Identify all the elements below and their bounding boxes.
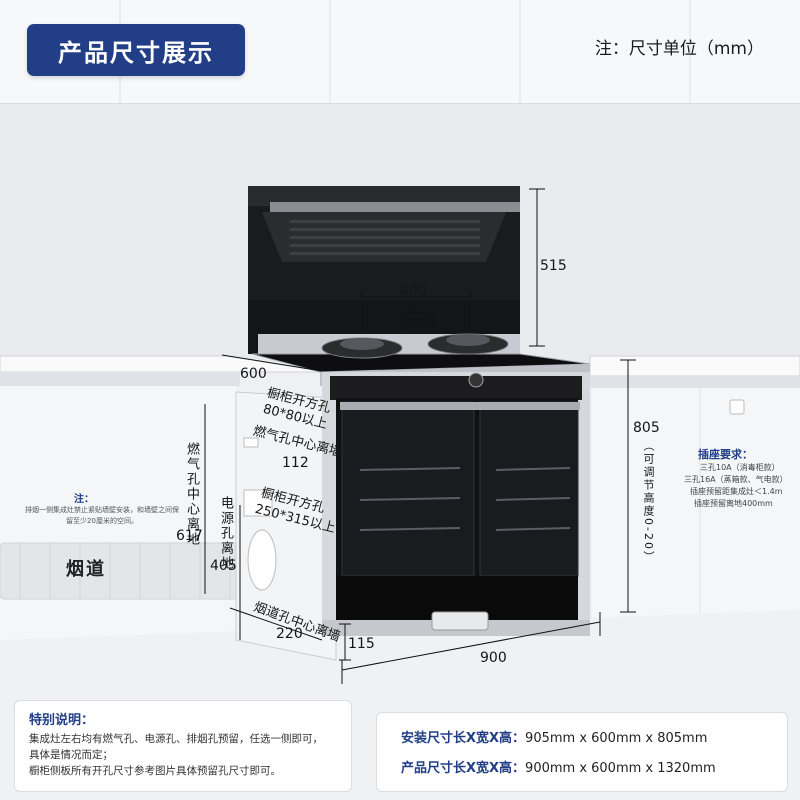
- install-size-value: 905mm x 600mm x 805mm: [525, 731, 708, 746]
- socket-line: 插座预留离地400mm: [694, 499, 773, 508]
- height-label: 805: [633, 420, 660, 436]
- gas-height-value: 617: [176, 528, 203, 544]
- product-size-row: 产品尺寸长X宽X高：900mm x 600mm x 1320mm: [401, 757, 716, 776]
- product-size-label: 产品尺寸长X宽X高：: [401, 761, 526, 776]
- unit-note: 注：尺寸单位（mm）: [594, 39, 764, 59]
- flue-label: 烟道: [66, 559, 106, 580]
- gas-hole-value: 112: [282, 455, 309, 471]
- special-notes-card: 特别说明： 集成灶左右均有燃气孔、电源孔、排烟孔预留，任选一侧即可， 具体是情况…: [14, 700, 352, 792]
- burner-spacing-label: 400: [400, 283, 427, 299]
- product-size-value: 900mm x 600mm x 1320mm: [525, 761, 716, 776]
- special-notes-title: 特别说明：: [29, 713, 95, 728]
- height-adjust-label: （可调节高度0-20）: [642, 440, 655, 564]
- socket-line: 三孔16A（蒸箱款、气电款）: [684, 475, 788, 484]
- power-height-value: 405: [210, 558, 237, 574]
- width-label: 900: [480, 650, 507, 666]
- flue-hole-value: 220: [276, 626, 303, 642]
- special-notes-line: 集成灶左右均有燃气孔、电源孔、排烟孔预留，任选一侧即可，: [29, 733, 323, 745]
- power-height-label: 电源孔离地: [218, 496, 233, 571]
- install-size-label: 安装尺寸长X宽X高：: [401, 731, 526, 746]
- socket-line: 三孔10A（消毒柜款）: [700, 463, 780, 472]
- burner-gap-label: 100: [404, 303, 431, 319]
- left-note-text: 排烟一侧集成灶禁止紧贴墙壁安装，和墙壁之间保留至少20厘米的空间。: [25, 506, 179, 525]
- special-notes-line: 具体是情况而定；: [29, 749, 113, 761]
- spec-card: 安装尺寸长X宽X高：905mm x 600mm x 805mm 产品尺寸长X宽X…: [376, 712, 788, 792]
- socket-line: 插座预留距集成灶＜1.4m: [690, 487, 783, 496]
- page-title: 产品尺寸展示: [27, 24, 245, 76]
- install-size-row: 安装尺寸长X宽X高：905mm x 600mm x 805mm: [401, 727, 707, 746]
- gas-height-label: 燃气孔中心离地: [184, 442, 199, 547]
- plinth-label: 115: [348, 636, 375, 652]
- socket-title: 插座要求：: [698, 448, 753, 461]
- depth-label: 600: [240, 366, 267, 382]
- left-note-title: 注：: [74, 494, 94, 505]
- special-notes-line: 橱柜侧板所有开孔尺寸参考图片具体预留孔尺寸即可。: [29, 765, 281, 777]
- hood-height-label: 515: [540, 258, 567, 274]
